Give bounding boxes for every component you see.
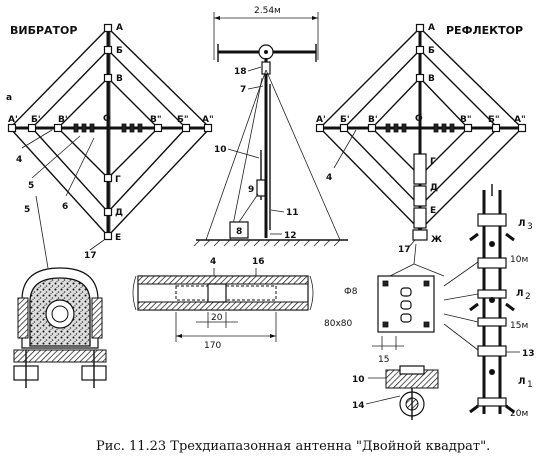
side-view: 2.54м bbox=[193, 6, 348, 247]
svg-text:Б: Б bbox=[116, 46, 123, 56]
svg-text:Л: Л bbox=[518, 377, 525, 387]
figure-caption: Рис. 11.23 Трехдиапазонная антенна "Двой… bbox=[96, 439, 490, 454]
reflector-title: РЕФЛЕКТОР bbox=[446, 24, 523, 37]
svg-text:Л: Л bbox=[518, 219, 525, 229]
stub-zh bbox=[412, 229, 428, 241]
svg-text:4: 4 bbox=[210, 257, 216, 267]
svg-text:Д: Д bbox=[430, 183, 438, 193]
svg-text:18: 18 bbox=[234, 67, 247, 77]
detail-stub-line: Л 3 10м Л 2 15м 13 Л 1 20м bbox=[443, 184, 535, 419]
svg-text:Г: Г bbox=[115, 175, 121, 185]
svg-text:В": В" bbox=[460, 115, 472, 125]
svg-text:В: В bbox=[428, 74, 435, 84]
svg-text:4: 4 bbox=[16, 155, 22, 165]
svg-text:13: 13 bbox=[522, 349, 535, 359]
svg-text:Ж: Ж bbox=[431, 235, 442, 245]
svg-text:11: 11 bbox=[286, 208, 299, 218]
dim-170: 170 bbox=[204, 341, 221, 351]
svg-text:17: 17 bbox=[84, 251, 97, 261]
vibrator-view: ВИБРАТОР а А Б В bbox=[6, 23, 214, 269]
svg-text:А': А' bbox=[8, 115, 18, 125]
svg-text:Б': Б' bbox=[31, 115, 41, 125]
dim-phi8: Ф8 bbox=[344, 287, 358, 297]
svg-text:16: 16 bbox=[252, 257, 265, 267]
svg-text:Г: Г bbox=[430, 157, 436, 167]
svg-text:В': В' bbox=[368, 115, 378, 125]
guy-wire-right bbox=[265, 69, 341, 241]
svg-text:9: 9 bbox=[248, 185, 254, 195]
dim-15m: 15м bbox=[510, 321, 528, 331]
svg-text:12: 12 bbox=[284, 231, 297, 241]
svg-text:8: 8 bbox=[236, 227, 242, 237]
svg-text:В: В bbox=[116, 74, 123, 84]
bar-top bbox=[477, 213, 507, 227]
svg-text:4: 4 bbox=[326, 173, 332, 183]
svg-text:Е: Е bbox=[430, 206, 436, 216]
svg-text:Б": Б" bbox=[177, 115, 189, 125]
guy-wire-left bbox=[205, 69, 267, 241]
reflector-view: РЕФЛЕКТОР А Б В О Г Д Е bbox=[315, 23, 527, 255]
dim-15: 15 bbox=[378, 355, 389, 365]
svg-text:Е: Е bbox=[115, 233, 121, 243]
dim-plate: 80х80 bbox=[324, 319, 353, 329]
svg-text:В': В' bbox=[58, 115, 68, 125]
detail-plate: Ф8 80х80 15 bbox=[324, 243, 445, 365]
base-plate bbox=[13, 349, 107, 363]
svg-text:Б: Б bbox=[428, 46, 435, 56]
dim-20: 20 bbox=[211, 313, 223, 323]
insulator-e bbox=[103, 231, 113, 241]
detail-clamp: 5 bbox=[13, 205, 107, 388]
feed-point-insulators bbox=[73, 123, 143, 133]
svg-text:А: А bbox=[428, 23, 435, 33]
insulator-b bbox=[103, 45, 113, 55]
stub-d bbox=[413, 185, 427, 207]
reflector-stub-insulators bbox=[385, 123, 455, 133]
svg-text:10: 10 bbox=[214, 145, 227, 155]
svg-text:3: 3 bbox=[527, 222, 533, 232]
svg-text:14: 14 bbox=[352, 401, 365, 411]
svg-text:17: 17 bbox=[398, 245, 411, 255]
svg-text:А: А bbox=[116, 23, 123, 33]
detail-clamp-section: 10 14 bbox=[352, 365, 439, 420]
svg-text:Б": Б" bbox=[488, 115, 500, 125]
label-a: а bbox=[6, 93, 12, 103]
svg-text:А": А" bbox=[202, 115, 214, 125]
svg-text:2: 2 bbox=[525, 292, 531, 302]
stub-g bbox=[413, 153, 427, 185]
svg-text:Б': Б' bbox=[340, 115, 350, 125]
joint-sleeve bbox=[207, 283, 227, 303]
insulator-a bbox=[103, 23, 113, 33]
svg-text:А': А' bbox=[316, 115, 326, 125]
svg-text:1: 1 bbox=[527, 380, 533, 390]
svg-text:О: О bbox=[103, 114, 111, 124]
dim-20m: 20м bbox=[510, 409, 528, 419]
svg-text:Л: Л bbox=[516, 289, 523, 299]
svg-text:О: О bbox=[415, 114, 423, 124]
detail-tube-joint: 4 16 20 170 bbox=[132, 257, 314, 351]
bar-13 bbox=[477, 345, 507, 357]
svg-text:10: 10 bbox=[352, 375, 365, 385]
dim-10m: 10м bbox=[510, 255, 528, 265]
svg-text:6: 6 bbox=[62, 202, 68, 212]
svg-text:В": В" bbox=[150, 115, 162, 125]
insulator-d bbox=[103, 207, 113, 217]
vibrator-title: ВИБРАТОР bbox=[10, 24, 77, 37]
svg-text:А": А" bbox=[514, 115, 526, 125]
svg-text:Д: Д bbox=[115, 208, 123, 218]
spreader-section bbox=[45, 299, 75, 329]
stub-e bbox=[413, 207, 427, 229]
svg-text:5: 5 bbox=[24, 205, 30, 215]
insulator-v bbox=[103, 73, 113, 83]
svg-text:7: 7 bbox=[240, 85, 246, 95]
svg-text:5: 5 bbox=[28, 181, 34, 191]
insulator-g bbox=[103, 173, 113, 183]
boom-length: 2.54м bbox=[254, 6, 281, 16]
